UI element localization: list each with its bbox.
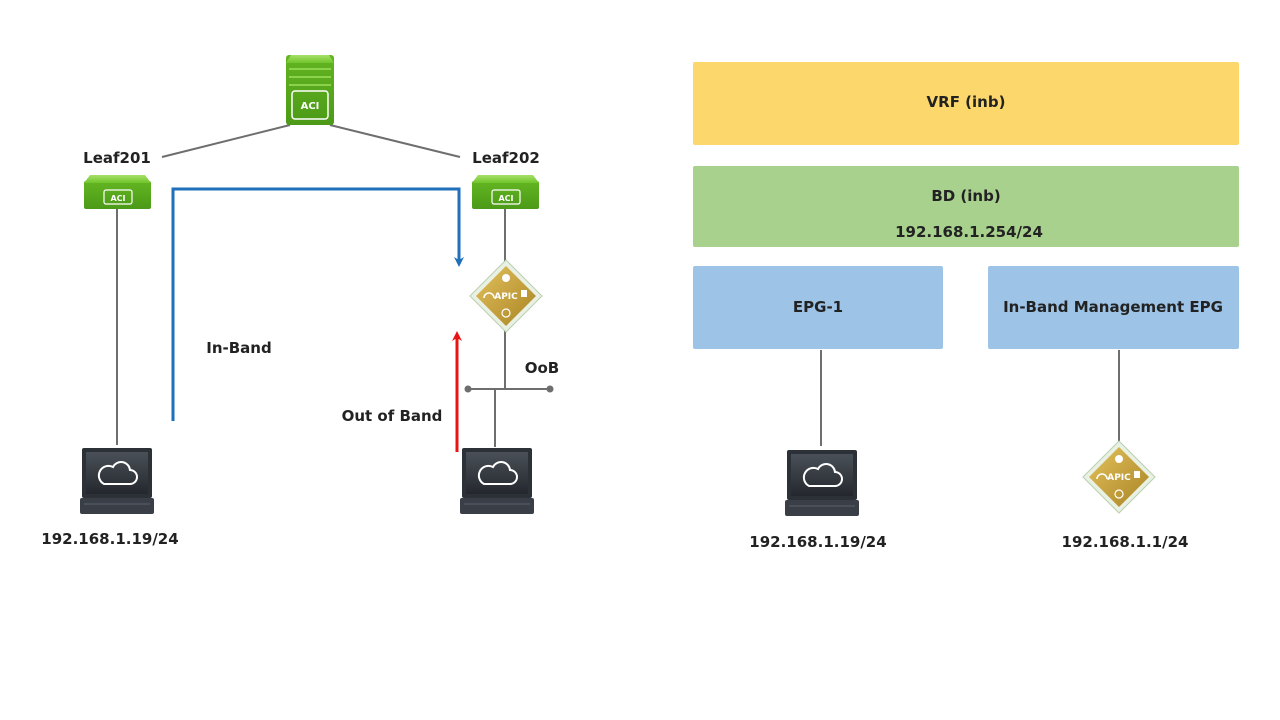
svg-text:ACI: ACI: [110, 194, 125, 203]
inband-mgmt-epg-box: [988, 266, 1239, 349]
apic-controller-icon: APIC: [469, 259, 543, 333]
inband-mgmt-epg-label: In-Band Management EPG: [1003, 298, 1223, 316]
epg-host-workstation-icon: [785, 450, 859, 516]
epg1-label: EPG-1: [793, 298, 843, 316]
bd-label: BD (inb): [931, 187, 1000, 205]
epg-host-ip: 192.168.1.19/24: [749, 533, 886, 551]
leaf201-switch-icon: ACI: [84, 175, 151, 209]
inband-label: In-Band: [206, 339, 271, 357]
oob-segment-end-left: [464, 385, 472, 393]
leaf202-switch-icon: ACI: [472, 175, 539, 209]
right-host-workstation-icon: [460, 448, 534, 514]
inb-apic-controller-icon: APIC: [1082, 440, 1156, 514]
inb-apic-label: APIC: [1107, 473, 1131, 483]
inb-apic-ip: 192.168.1.1/24: [1062, 533, 1189, 551]
apic-label: APIC: [494, 292, 518, 302]
leaf201-label: Leaf201: [83, 149, 151, 167]
vrf-label: VRF (inb): [927, 93, 1006, 111]
oob-label: OoB: [525, 359, 560, 377]
svg-text:ACI: ACI: [301, 101, 320, 112]
epg1-box: [693, 266, 943, 349]
oob-segment-end-right: [546, 385, 554, 393]
vrf-box: [693, 62, 1239, 145]
inband-path-arrow: [171, 187, 464, 421]
link-spine-leaf202: [329, 124, 461, 158]
left-host-workstation-icon: [80, 448, 154, 514]
left-host-ip: 192.168.1.19/24: [41, 530, 178, 548]
aci-spine-switch-icon: ACI: [286, 55, 334, 125]
svg-text:ACI: ACI: [498, 194, 513, 203]
bd-subnet: 192.168.1.254/24: [895, 223, 1043, 241]
bd-box: [693, 166, 1239, 247]
leaf202-label: Leaf202: [472, 149, 540, 167]
left-links: [116, 124, 550, 447]
link-spine-leaf201: [161, 124, 291, 158]
out-of-band-label: Out of Band: [342, 407, 443, 425]
